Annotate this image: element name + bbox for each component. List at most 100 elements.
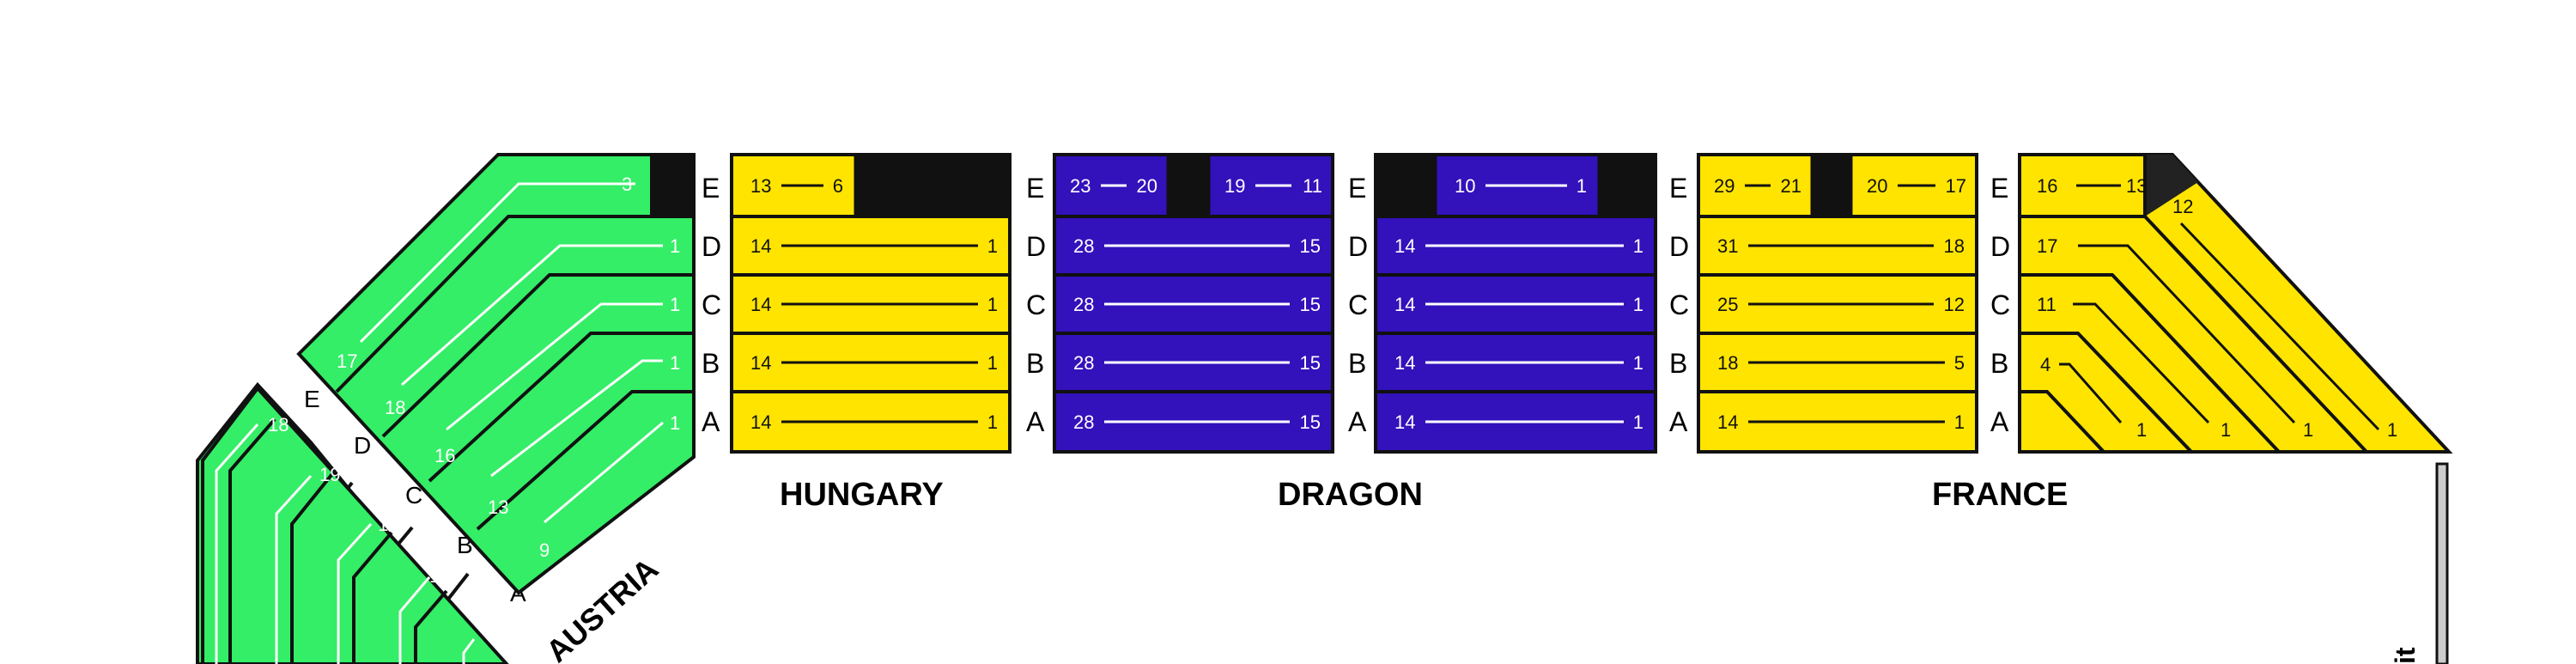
france-right-block[interactable] xyxy=(2018,153,2453,454)
seat-end: 1 xyxy=(987,411,998,433)
row-letter-e-2: E xyxy=(1026,173,1044,204)
svg-text:13: 13 xyxy=(2126,175,2147,197)
partial-text: it xyxy=(2390,647,2421,664)
row-letter-e-4: E xyxy=(1669,173,1687,204)
austria-seatline-b xyxy=(490,359,663,478)
section-dragon-left[interactable] xyxy=(1053,153,1334,454)
seat-start: 18 xyxy=(1717,352,1738,374)
right-edge-bar xyxy=(2435,462,2449,664)
austria-seat-b-end: 1 xyxy=(670,352,680,374)
seat-start: 28 xyxy=(1073,411,1094,433)
section-france-left[interactable] xyxy=(1697,153,1978,454)
france-left-e-block-1 xyxy=(1850,153,1978,218)
seat-end: 1 xyxy=(1633,235,1643,257)
dragon-left-e-block-1 xyxy=(1207,153,1334,218)
seat-start: 14 xyxy=(1394,411,1415,433)
row-letters: E D C B A E D C B A E D C B A E D C B A … xyxy=(702,173,2010,437)
seat-start: 25 xyxy=(1717,294,1738,315)
seat-start: 23 xyxy=(1070,175,1091,197)
seat-end: 1 xyxy=(1633,411,1643,433)
row-letter-a-2: A xyxy=(1026,406,1045,437)
seat-end: 1 xyxy=(987,235,998,257)
seat-end: 17 xyxy=(1946,175,1966,197)
seat-end: 15 xyxy=(1300,235,1321,257)
left-green-seat-b: 14 xyxy=(429,565,450,587)
left-green-row-e: E xyxy=(304,386,320,412)
seat-start: 20 xyxy=(1867,175,1887,197)
left-green-seat-labels: 18 19 17 14 10 xyxy=(268,414,498,631)
row-letter-c-4: C xyxy=(1669,289,1689,320)
seat-end: 15 xyxy=(1300,352,1321,374)
seat-start: 29 xyxy=(1714,175,1735,197)
svg-text:1: 1 xyxy=(2136,419,2147,441)
dragon-left-e-block-0 xyxy=(1053,153,1170,218)
row-letter-c-2: C xyxy=(1026,289,1046,320)
row-letter-b-1: B xyxy=(702,348,720,379)
france-left-e-block-0 xyxy=(1697,153,1814,218)
left-green-seat-c: 17 xyxy=(378,514,398,535)
austria-black-corner xyxy=(650,155,694,215)
row-letter-d-3: D xyxy=(1348,231,1368,262)
seat-start: 14 xyxy=(750,235,771,257)
seat-end: 1 xyxy=(1577,175,1587,197)
austria-seatline-e xyxy=(359,182,635,344)
seat-end: 20 xyxy=(1137,175,1157,197)
left-green-area[interactable] xyxy=(201,385,509,664)
row-letter-b-4: B xyxy=(1669,348,1687,379)
row-letter-b-3: B xyxy=(1348,348,1366,379)
austria-seat-a-start: 9 xyxy=(539,539,550,561)
svg-text:1: 1 xyxy=(2221,419,2231,441)
austria-seat-c-start: 16 xyxy=(434,445,455,466)
row-letter-e-5: E xyxy=(1990,173,2008,204)
austria-seat-e-start: 17 xyxy=(337,350,357,372)
dragon-right-e-black-0 xyxy=(1376,155,1436,216)
hungary-e-black-0 xyxy=(855,155,1010,216)
france-right-seatline-b xyxy=(2059,362,2123,423)
seat-end: 1 xyxy=(1633,352,1643,374)
austria-seatline-c xyxy=(446,302,663,431)
row-letter-d-1: D xyxy=(702,231,721,262)
france-right-seatline-c xyxy=(2073,302,2210,424)
france-right-seatline-d xyxy=(2078,244,2296,424)
austria-seat-a-end: 1 xyxy=(670,412,680,434)
section-dragon-right[interactable] xyxy=(1374,153,1657,454)
row-letter-a-3: A xyxy=(1348,406,1367,437)
seat-start: 13 xyxy=(750,175,771,197)
seat-start: 14 xyxy=(1394,294,1415,315)
left-green-row-c: C xyxy=(405,482,422,509)
seat-end: 15 xyxy=(1300,411,1321,433)
row-letter-a-4: A xyxy=(1669,406,1688,437)
left-green-seat-e: 18 xyxy=(268,414,289,436)
row-letter-e-3: E xyxy=(1348,173,1366,204)
row-letter-a-5: A xyxy=(1990,406,2009,437)
section-france-right[interactable] xyxy=(2018,153,2453,454)
row-letter-e-1: E xyxy=(702,173,720,204)
austria-seatline-d xyxy=(401,244,663,387)
seat-end: 1 xyxy=(1633,294,1643,315)
row-letter-d-5: D xyxy=(1990,231,2010,262)
svg-text:4: 4 xyxy=(2040,354,2050,375)
seat-start: 31 xyxy=(1717,235,1738,257)
seat-end: 11 xyxy=(1303,175,1322,197)
seat-start: 14 xyxy=(1394,352,1415,374)
row-letter-b-5: B xyxy=(1990,348,2008,379)
seat-end: 15 xyxy=(1300,294,1321,315)
section-austria[interactable] xyxy=(296,153,696,595)
austria-seat-labels: 17 18 16 13 9 3 1 1 1 1 xyxy=(337,174,680,561)
seat-end: 6 xyxy=(833,175,843,197)
row-letter-c-3: C xyxy=(1348,289,1368,320)
austria-block[interactable] xyxy=(296,153,696,595)
dragon-right-e-black-1 xyxy=(1599,155,1656,216)
seat-start: 28 xyxy=(1073,235,1094,257)
row-letter-b-2: B xyxy=(1026,348,1044,379)
austria-seat-b-start: 13 xyxy=(488,496,508,518)
seat-start: 14 xyxy=(750,352,771,374)
seat-end: 1 xyxy=(987,294,998,315)
seat-start: 10 xyxy=(1455,175,1475,197)
left-green-seat-a: 10 xyxy=(477,610,498,631)
row-letter-c-5: C xyxy=(1990,289,2010,320)
left-green-seat-d: 19 xyxy=(319,464,340,485)
row-letter-c-1: C xyxy=(702,289,721,320)
section-hungary[interactable] xyxy=(730,153,1012,454)
